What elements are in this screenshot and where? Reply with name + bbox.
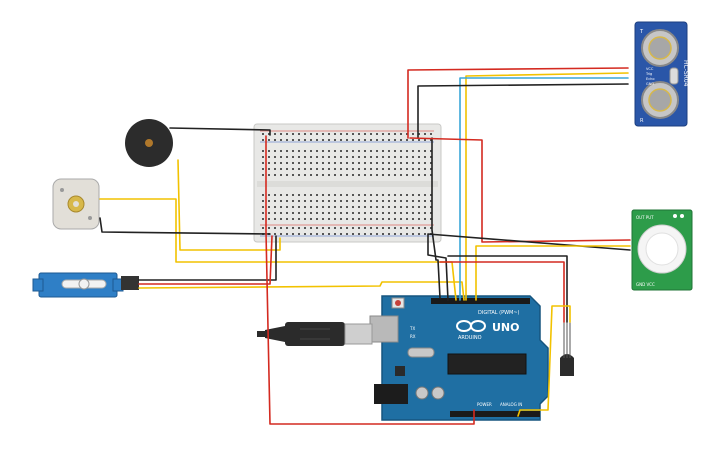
- ultrasonic-r-label: R: [640, 118, 644, 124]
- power-header-label: POWER: [477, 402, 492, 407]
- wires: [99, 67, 631, 425]
- ultrasonic-sensor-hc-sr04: HC-SR04 T R VCC Trig Echo GND: [634, 21, 689, 127]
- pin-gnd-label: GND: [646, 82, 654, 86]
- wire-5v-rail: [265, 135, 475, 425]
- wire-buzzer-gnd: [169, 127, 271, 136]
- wire-temp-vcc: [439, 261, 565, 323]
- ultrasonic-t-label: T: [639, 29, 644, 35]
- digital-header-label: DIGITAL (PWM~): [478, 310, 520, 316]
- pir-motion-sensor: OUT PUT GND VCC: [631, 209, 693, 291]
- pin-echo-label: Echo: [646, 77, 655, 81]
- wire-us-vcc: [407, 67, 629, 139]
- analog-header-label: ANALOG IN: [500, 402, 522, 407]
- arduino-model-label: UNO: [492, 321, 520, 334]
- pin-trig-label: Trig: [645, 72, 652, 76]
- wire-temp-signal: [517, 305, 571, 417]
- arduino-uno-board: UNO ARDUINO DIGITAL (PWM~) POWER ANALOG …: [369, 295, 549, 421]
- dc-motor: [52, 178, 100, 230]
- power-analog-header: [450, 411, 540, 417]
- ultrasonic-pin-labels: VCC Trig Echo GND: [645, 67, 655, 86]
- wire-servo-gnd: [138, 235, 277, 281]
- atmega-chip: [447, 353, 527, 375]
- rx-label: RX: [410, 334, 416, 339]
- wire-temp-gnd: [447, 255, 568, 323]
- tx-label: TX: [409, 326, 415, 331]
- servo-motor: [32, 272, 139, 298]
- wire-pir-gnd: [427, 233, 631, 301]
- hc-sr04-label: HC-SR04: [682, 60, 689, 87]
- piezo-buzzer: [125, 119, 173, 167]
- wire-us-gnd: [417, 83, 629, 139]
- wire-motor-pos: [99, 198, 457, 301]
- pin-vcc-label: VCC: [646, 67, 654, 71]
- digital-header: [431, 298, 530, 304]
- wire-us-echo: [459, 77, 629, 301]
- temperature-sensor: [560, 322, 574, 376]
- pir-bottom-label: GND VCC: [636, 282, 655, 287]
- infinity-logo-icon: [456, 320, 486, 332]
- wire-pir-vcc: [409, 137, 631, 243]
- breadboard-holes: [262, 133, 432, 235]
- wire-servo-pwr: [138, 235, 273, 285]
- wire-us-trig: [465, 72, 629, 301]
- reset-button[interactable]: [395, 300, 401, 306]
- breadboard: [253, 123, 442, 243]
- usb-cable-icon: [257, 322, 373, 346]
- wire-buzzer-signal: [177, 159, 281, 251]
- wire-pir-out: [475, 245, 631, 301]
- wire-motor-gnd: [99, 217, 271, 235]
- pir-top-label: OUT PUT: [636, 215, 654, 220]
- wire-servo-signal: [138, 281, 465, 301]
- wire-bb-gnd: [431, 137, 441, 299]
- arduino-brand-label: ARDUINO: [458, 335, 482, 341]
